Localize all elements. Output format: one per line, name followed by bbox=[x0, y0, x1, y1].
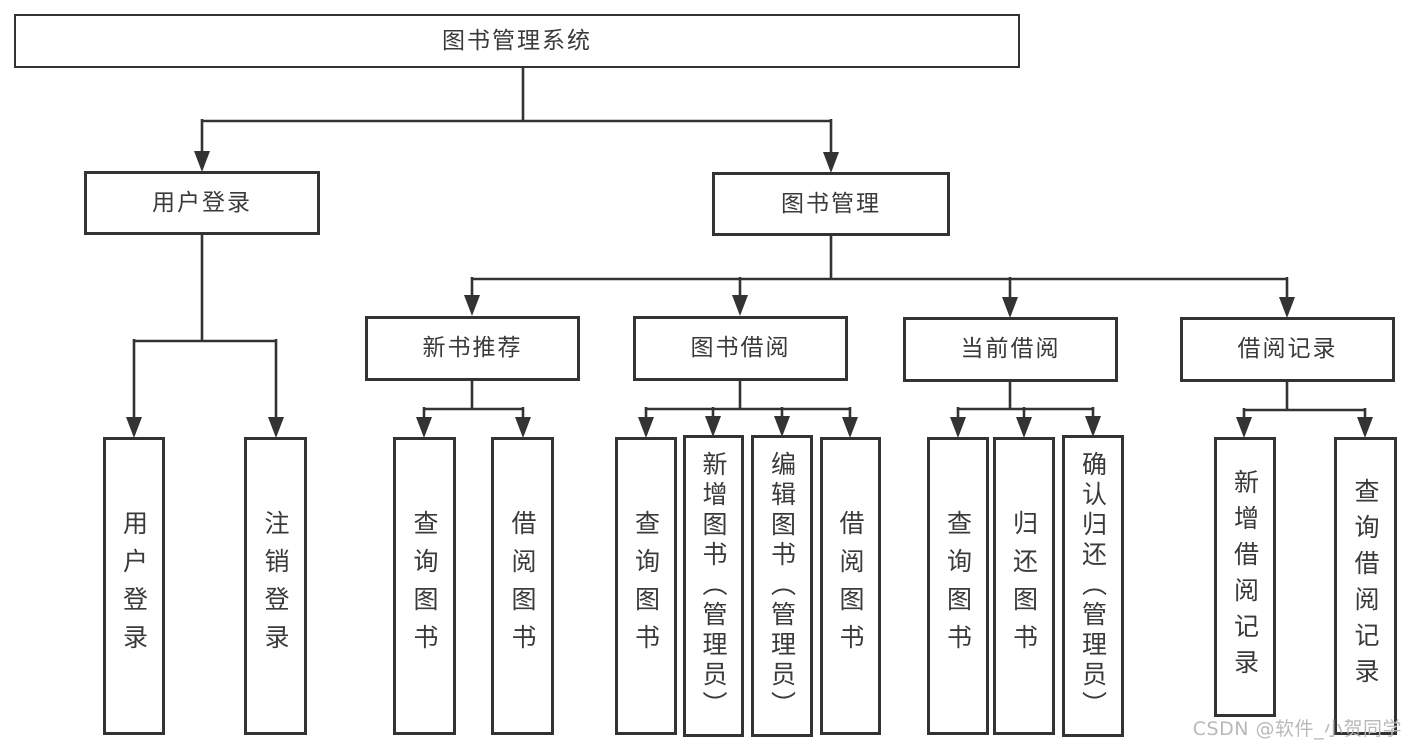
node-book-borrow: 图书借阅 bbox=[633, 316, 848, 381]
node-book-management: 图书管理 bbox=[712, 172, 950, 236]
node-user-login: 用户登录 bbox=[84, 171, 320, 235]
leaf-add-book-admin: 新增图书（管理员） bbox=[683, 435, 744, 737]
leaf-query-book-current: 查询图书 bbox=[927, 437, 989, 735]
csdn-watermark: CSDN @软件_小贺同学 bbox=[1192, 718, 1402, 740]
node-label: 用户登录 bbox=[152, 189, 252, 216]
node-label: 编辑图书（管理员） bbox=[767, 451, 797, 721]
leaf-query-borrow-record: 查询借阅记录 bbox=[1334, 437, 1397, 735]
node-label: 新增图书（管理员） bbox=[699, 451, 728, 721]
node-new-book-recommend: 新书推荐 bbox=[365, 316, 580, 381]
leaf-edit-book-admin: 编辑图书（管理员） bbox=[751, 435, 813, 737]
node-label: 查询图书 bbox=[410, 510, 439, 662]
node-label: 借阅图书 bbox=[836, 510, 865, 662]
node-label: 确认归还（管理员） bbox=[1078, 451, 1108, 721]
node-label: 图书管理系统 bbox=[442, 27, 592, 54]
leaf-confirm-return-admin: 确认归还（管理员） bbox=[1062, 435, 1124, 737]
node-label: 新书推荐 bbox=[422, 335, 523, 361]
node-label: 借阅图书 bbox=[508, 510, 537, 662]
node-label: 图书借阅 bbox=[690, 335, 791, 361]
node-label: 归还图书 bbox=[1009, 510, 1039, 662]
leaf-query-book-borrow: 查询图书 bbox=[615, 437, 677, 735]
node-current-borrow: 当前借阅 bbox=[903, 317, 1118, 382]
leaf-user-login: 用户登录 bbox=[103, 437, 165, 735]
node-label: 当前借阅 bbox=[960, 336, 1061, 362]
node-label: 查询图书 bbox=[943, 510, 973, 662]
leaf-return-book: 归还图书 bbox=[993, 437, 1055, 735]
leaf-logout-login: 注销登录 bbox=[244, 437, 307, 735]
node-label: 借阅记录 bbox=[1237, 336, 1338, 362]
node-label: 注销登录 bbox=[261, 510, 290, 662]
node-label: 查询借阅记录 bbox=[1351, 478, 1380, 694]
leaf-add-borrow-record: 新增借阅记录 bbox=[1214, 437, 1276, 717]
node-library-management-system: 图书管理系统 bbox=[14, 14, 1020, 68]
node-label: 查询图书 bbox=[631, 510, 661, 662]
leaf-borrow-book-borrow: 借阅图书 bbox=[820, 437, 881, 735]
node-label: 新增借阅记录 bbox=[1230, 469, 1260, 685]
node-label: 图书管理 bbox=[781, 190, 881, 217]
node-label: 用户登录 bbox=[119, 510, 149, 662]
leaf-borrow-book-recommend: 借阅图书 bbox=[491, 437, 554, 735]
leaf-query-book-recommend: 查询图书 bbox=[393, 437, 456, 735]
node-borrow-records: 借阅记录 bbox=[1180, 317, 1395, 382]
